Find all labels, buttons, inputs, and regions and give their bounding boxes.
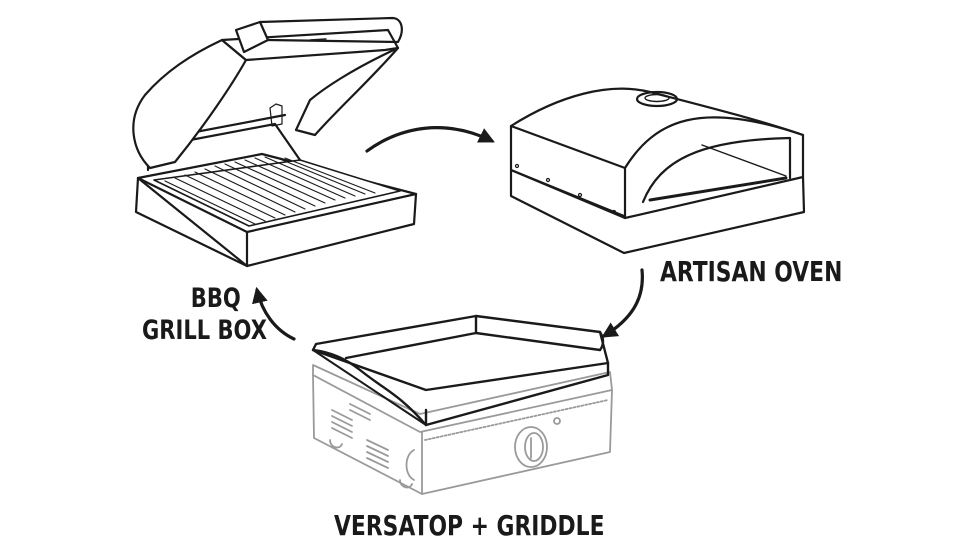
bbq-label-line1: BBQ bbox=[190, 283, 241, 314]
arrow-griddle-to-bbq-icon bbox=[252, 286, 296, 341]
versatop-griddle-label: VERSATOP + GRIDDLE bbox=[334, 509, 605, 542]
cycle-arrows bbox=[252, 126, 644, 341]
bbq-grill-box-icon bbox=[132, 16, 418, 268]
arrow-oven-to-griddle-icon bbox=[601, 268, 644, 338]
bbq-label-line2: GRILL BOX bbox=[142, 315, 267, 346]
artisan-oven-icon bbox=[509, 87, 806, 255]
artisan-oven-label: ARTISAN OVEN bbox=[660, 255, 843, 288]
arrow-bbq-to-oven-icon bbox=[365, 126, 495, 153]
bbq-grill-box-label: BBQ GRILL BOX bbox=[142, 285, 267, 344]
versatop-griddle-icon bbox=[311, 314, 613, 495]
